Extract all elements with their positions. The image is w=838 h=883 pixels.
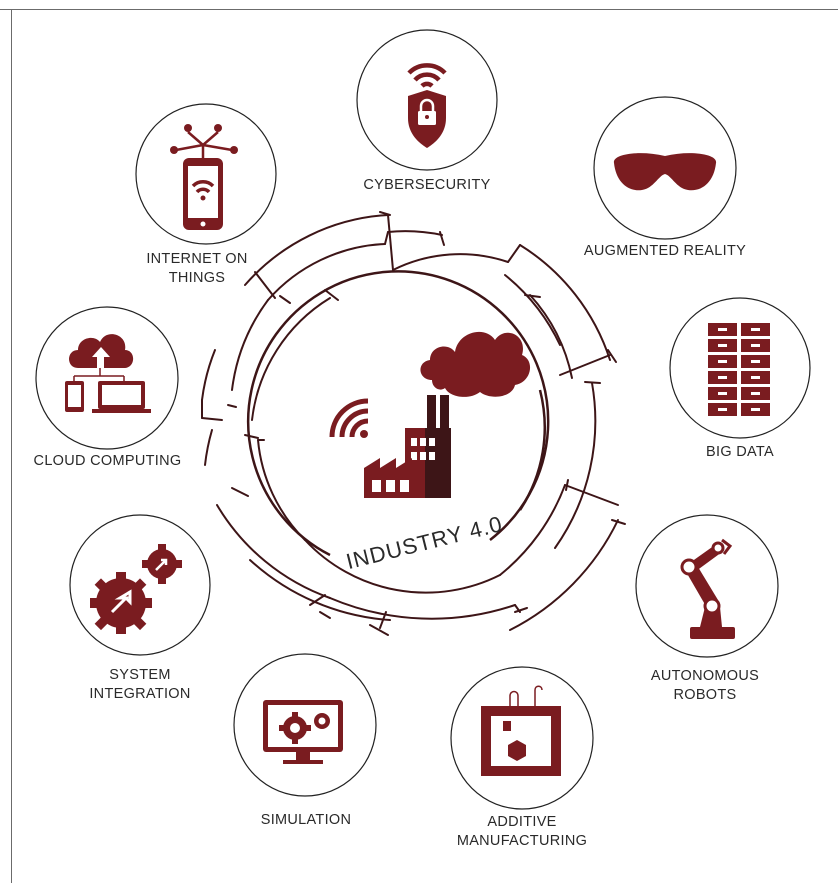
node-internet-on-things (135, 103, 277, 245)
label-cybersecurity: CYBERSECURITY (363, 177, 491, 193)
inner-ring-right (518, 389, 547, 511)
label-simulation: SIMULATION (260, 812, 352, 828)
label-big-data: BIG DATA (706, 444, 774, 460)
wifi-lock-shield-icon (407, 63, 447, 148)
node-system-integration (69, 514, 211, 656)
smartphone-network-icon (170, 124, 238, 230)
frame-left-border (11, 9, 12, 883)
label-augmented-reality: AUGMENTED REALITY (583, 243, 747, 259)
node-autonomous-robots (635, 514, 779, 658)
node-cloud-computing (35, 306, 179, 450)
gears-icon (90, 544, 182, 634)
frame-top-border (0, 9, 838, 10)
node-augmented-reality (593, 96, 737, 240)
node-simulation (233, 653, 377, 797)
node-additive-manufacturing (450, 666, 594, 810)
label-autonomous-robots: AUTONOMOUS ROBOTS (650, 668, 760, 703)
robot-arm-icon (680, 538, 735, 639)
factory-icon (329, 331, 531, 498)
label-system-integration: SYSTEM INTEGRATION (89, 667, 191, 702)
vr-goggles-icon (613, 153, 717, 191)
node-big-data (669, 297, 811, 439)
node-cybersecurity (356, 29, 498, 171)
inner-ring (246, 270, 550, 557)
cloud-devices-icon (65, 334, 151, 413)
3d-printer-icon (481, 685, 561, 776)
label-cloud-computing: CLOUD COMPUTING (33, 453, 182, 469)
center-title: INDUSTRY 4.0 (344, 511, 506, 574)
label-internet-on-things: INTERNET ON THINGS (146, 251, 248, 286)
circuit-rings (201, 211, 626, 636)
monitor-gears-icon (263, 700, 343, 764)
label-additive-manufacturing: ADDITIVE MANUFACTURING (456, 814, 588, 849)
